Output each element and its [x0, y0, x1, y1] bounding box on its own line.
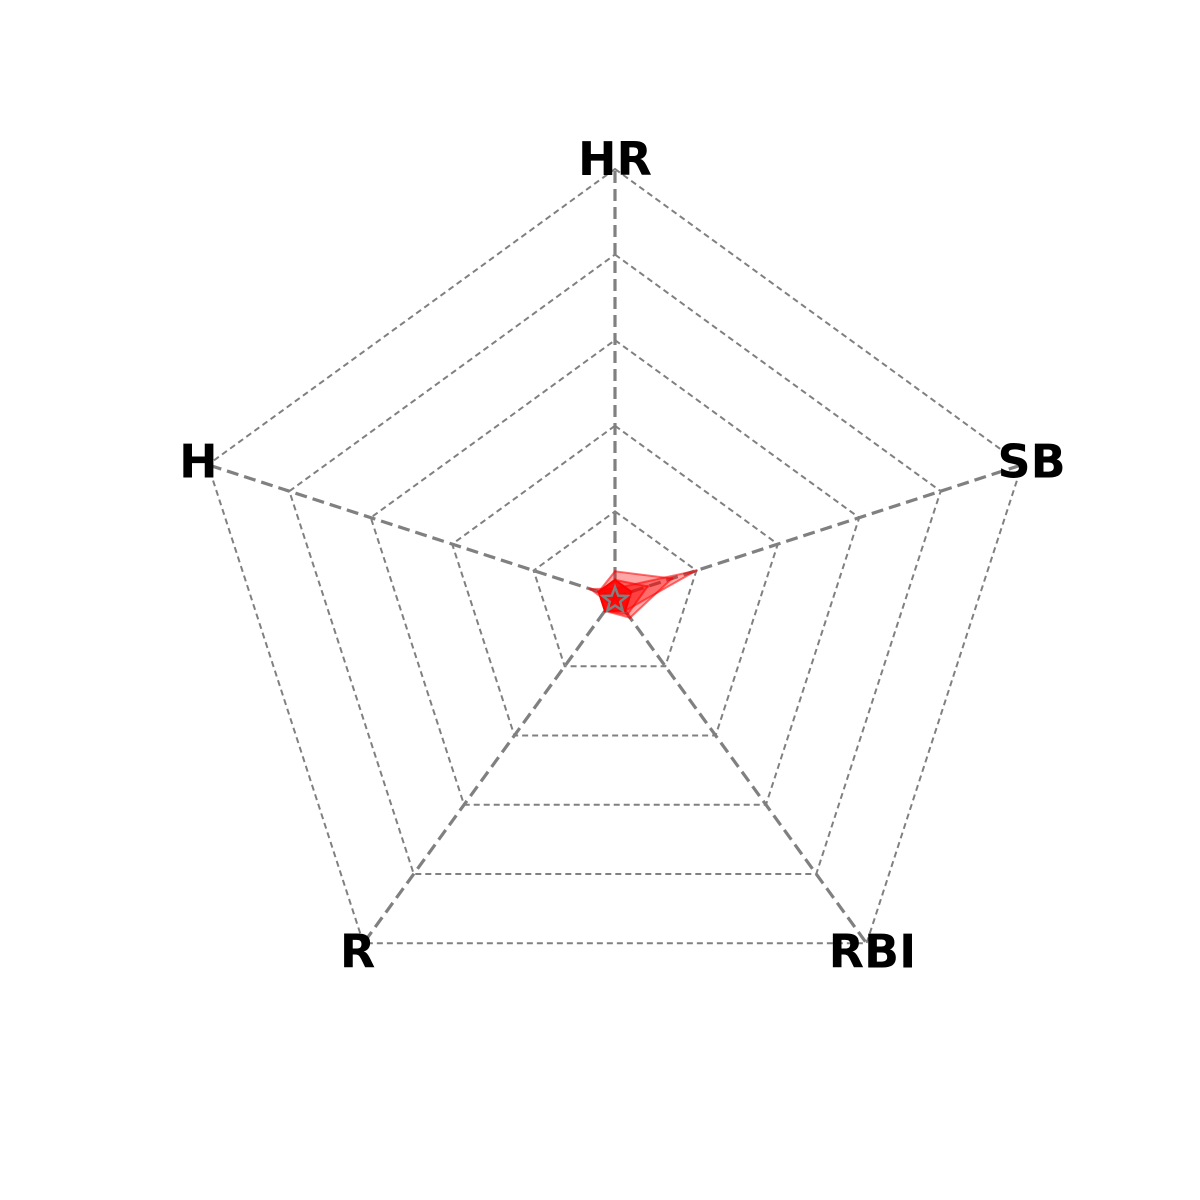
star-icon: [599, 583, 631, 614]
series-3-point-sb: [670, 576, 674, 580]
axis-label-hr: HR: [578, 132, 652, 186]
axis-label-h: H: [179, 435, 218, 489]
center-marker: [599, 583, 631, 614]
series-polygon-1: [597, 578, 633, 612]
grid-ring-3: [369, 338, 861, 806]
spokes: [207, 169, 1023, 945]
spoke-h: [207, 463, 616, 599]
axis-label-r: R: [340, 924, 375, 978]
series: [587, 569, 698, 620]
series-1-point-h: [597, 590, 601, 594]
spoke-rbi: [613, 596, 868, 945]
series-2-point-h: [589, 587, 593, 591]
axis-label-sb: SB: [997, 435, 1065, 489]
grid-ring-2: [451, 424, 779, 737]
series-3-point-hr: [613, 569, 617, 573]
series-4-point-rbi: [626, 612, 630, 616]
series-2-point-sb: [694, 569, 698, 573]
series-1-point-r: [603, 609, 607, 613]
grid: [206, 167, 1024, 945]
series-1-point-sb: [629, 590, 633, 594]
series-1-point-hr: [613, 578, 617, 582]
grid-ring-1: [532, 510, 698, 668]
series-1-point-rbi: [623, 609, 627, 613]
spoke-r: [362, 596, 617, 945]
series-3-point-rbi: [628, 616, 632, 620]
axis-labels: HR SB RBI R H: [179, 132, 1065, 978]
axis-label-rbi: RBI: [829, 924, 917, 978]
grid-ring-4: [288, 253, 942, 876]
series-4-point-sb: [646, 584, 650, 588]
